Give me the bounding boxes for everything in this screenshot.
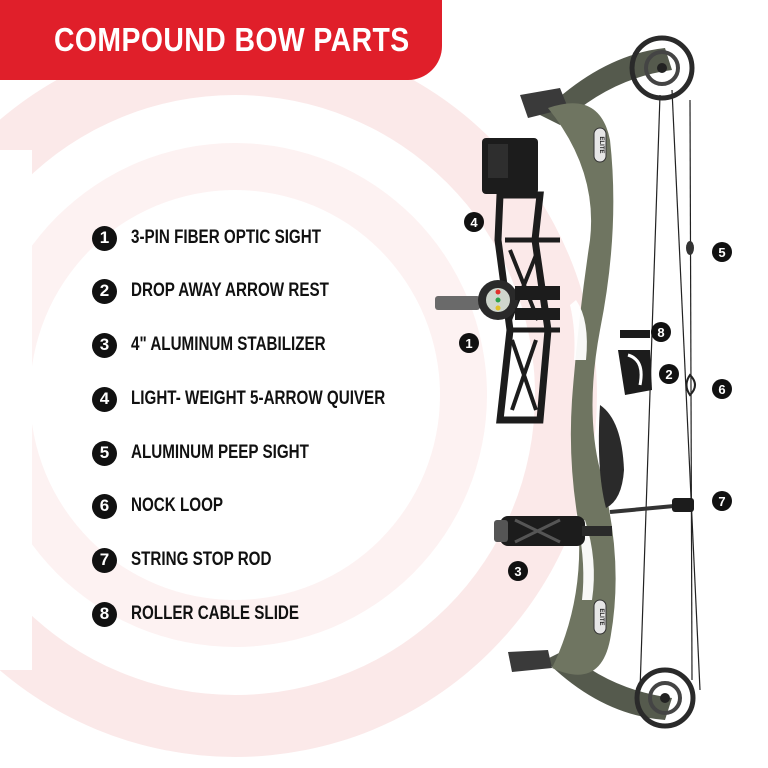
riser: ELITE ELITE: [548, 103, 624, 675]
legend-number: 2: [92, 278, 117, 304]
legend-number: 1: [92, 225, 117, 251]
legend-label: NOCK LOOP: [131, 495, 224, 516]
legend-item: 6 NOCK LOOP: [92, 491, 246, 521]
legend-label: DROP AWAY ARROW REST: [131, 280, 329, 301]
legend-label: STRING STOP ROD: [131, 549, 272, 570]
page-title: COMPOUND BOW PARTS: [54, 21, 410, 58]
string-stop-rod: [609, 498, 694, 514]
upper-limb: [520, 35, 695, 125]
bowstring: [639, 89, 701, 691]
legend-number: 7: [92, 547, 117, 573]
arrow-quiver: [482, 138, 560, 424]
legend-item: 8 ROLLER CABLE SLIDE: [92, 599, 341, 629]
riser-logo: ELITE: [598, 136, 604, 153]
drop-away-arrow-rest: [618, 350, 652, 395]
legend-label: ROLLER CABLE SLIDE: [131, 603, 300, 624]
callout-marker: 3: [508, 561, 528, 581]
riser-logo: ELITE: [598, 608, 604, 625]
legend-label: 3-PIN FIBER OPTIC SIGHT: [131, 227, 322, 248]
peep-and-nock: [685, 241, 696, 397]
legend-label: LIGHT- WEIGHT 5-ARROW QUIVER: [131, 388, 386, 409]
legend-number: 3: [92, 332, 117, 358]
callout-marker: 1: [459, 333, 479, 353]
legend-item: 2 DROP AWAY ARROW REST: [92, 276, 378, 306]
legend-label: ALUMINUM PEEP SIGHT: [131, 442, 309, 463]
callout-marker: 2: [659, 364, 679, 384]
legend-number: 4: [92, 386, 117, 412]
callout-marker: 7: [712, 491, 732, 511]
legend-number: 8: [92, 601, 117, 627]
roller-cable-slide: [620, 330, 650, 338]
legend-item: 4 LIGHT- WEIGHT 5-ARROW QUIVER: [92, 384, 449, 414]
legend-item: 7 STRING STOP ROD: [92, 545, 307, 575]
fiber-optic-sight: [435, 280, 560, 320]
legend-item: 1 3-PIN FIBER OPTIC SIGHT: [92, 223, 369, 253]
callout-marker: 8: [651, 322, 671, 342]
callout-marker: 6: [712, 379, 732, 399]
title-banner: COMPOUND BOW PARTS: [0, 0, 442, 80]
callout-marker: 4: [464, 212, 484, 232]
legend-item: 3 4" ALUMINUM STABILIZER: [92, 330, 374, 360]
legend-label: 4" ALUMINUM STABILIZER: [131, 334, 326, 355]
legend-number: 6: [92, 493, 117, 519]
legend-number: 5: [92, 440, 117, 466]
legend-item: 5 ALUMINUM PEEP SIGHT: [92, 438, 353, 468]
callout-marker: 5: [712, 242, 732, 262]
stabilizer: [494, 516, 612, 546]
